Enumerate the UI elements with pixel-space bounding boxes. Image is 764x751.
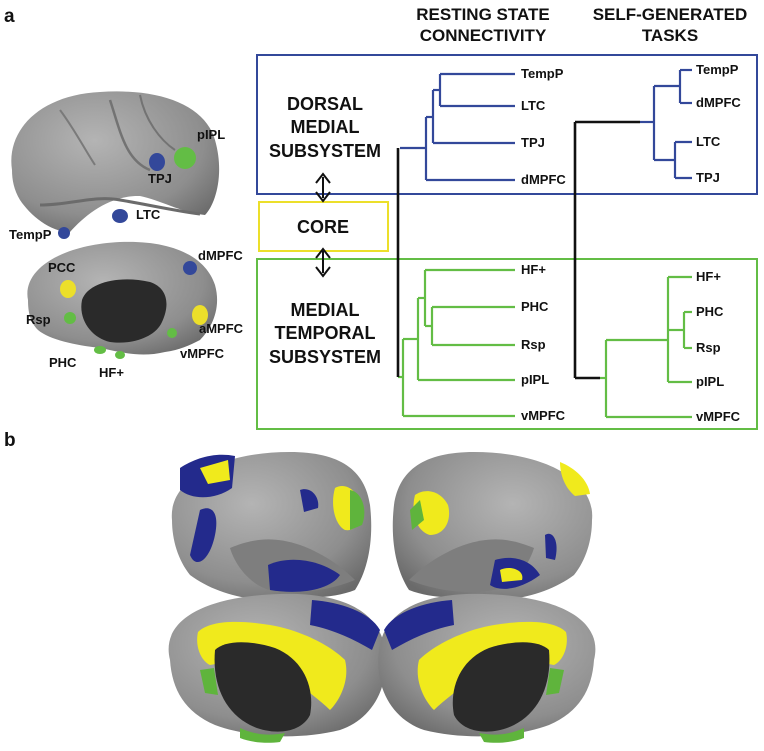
region-dmpfc <box>183 261 197 275</box>
header-self-line2: TASKS <box>642 26 698 45</box>
mtl-label-2: TEMPORAL <box>275 323 376 343</box>
region-vmpfc <box>167 328 177 338</box>
region-rsp <box>64 312 76 324</box>
dorsal-label-3: SUBSYSTEM <box>269 141 381 161</box>
self-dendrogram <box>573 68 692 419</box>
region-pipl <box>174 147 196 169</box>
core-label: CORE <box>297 217 349 237</box>
resting-leaf-dmpfc: dMPFC <box>521 172 566 187</box>
self-leaf-rsp: Rsp <box>696 340 721 355</box>
brain-label-tempp: TempP <box>9 227 52 242</box>
region-tpj <box>149 153 165 171</box>
resting-leaf-hf: HF+ <box>521 262 546 277</box>
region-ltc <box>112 209 128 223</box>
lateral-brain-a <box>11 91 220 232</box>
region-hf <box>115 351 125 359</box>
brain-b-left-medial <box>168 593 386 743</box>
brain-label-ampfc: aMPFC <box>199 321 244 336</box>
resting-leaf-tempp: TempP <box>521 66 564 81</box>
self-leaf-ltc: LTC <box>696 134 721 149</box>
dorsal-medial-box <box>256 54 758 195</box>
brain-label-vmpfc: vMPFC <box>180 346 225 361</box>
header-resting-line1: RESTING STATE <box>416 5 550 24</box>
brain-label-pcc: PCC <box>48 260 76 275</box>
brain-b-right-medial <box>378 593 596 743</box>
panel-a-label: a <box>4 6 15 27</box>
region-tempp <box>58 227 70 239</box>
brain-b-left-lateral <box>171 452 372 600</box>
resting-leaf-rsp: Rsp <box>521 337 546 352</box>
double-arrow-top <box>315 172 331 203</box>
double-arrow-bottom <box>315 247 331 278</box>
resting-leaf-tpj: TPJ <box>521 135 545 150</box>
header-self-line1: SELF-GENERATED <box>593 5 748 24</box>
self-leaf-pipl: pIPL <box>696 374 724 389</box>
resting-dendrogram <box>396 72 515 418</box>
mtl-label-1: MEDIAL <box>291 300 360 320</box>
resting-leaf-pipl: pIPL <box>521 372 549 387</box>
brain-label-phc: PHC <box>49 355 77 370</box>
brain-label-ltc: LTC <box>136 207 161 222</box>
dorsal-label-1: DORSAL <box>287 94 363 114</box>
resting-leaf-ltc: LTC <box>521 98 546 113</box>
mtl-label-3: SUBSYSTEM <box>269 347 381 367</box>
self-leaf-phc: PHC <box>696 304 724 319</box>
resting-leaf-vmpfc: vMPFC <box>521 408 566 423</box>
region-ampfc <box>192 305 208 325</box>
self-leaf-labels: TempP dMPFC LTC TPJ HF+ PHC Rsp pIPL vMP… <box>696 62 741 424</box>
dorsal-label-2: MEDIAL <box>291 117 360 137</box>
brain-label-pipl: pIPL <box>197 127 225 142</box>
medial-brain-a <box>27 241 218 355</box>
medial-wall-a <box>81 279 167 343</box>
brain-a-regions <box>58 147 208 359</box>
region-phc <box>94 346 106 354</box>
self-leaf-dmpfc: dMPFC <box>696 95 741 110</box>
medial-temporal-box <box>256 258 758 430</box>
self-leaf-hf: HF+ <box>696 269 721 284</box>
brain-a-labels: pIPL TPJ LTC TempP dMPFC PCC Rsp aMPFC P… <box>9 127 244 380</box>
self-leaf-vmpfc: vMPFC <box>696 409 741 424</box>
header-resting-line2: CONNECTIVITY <box>420 26 547 45</box>
brain-label-dmpfc: dMPFC <box>198 248 243 263</box>
brain-b-right-lateral <box>392 452 593 600</box>
self-leaf-tempp: TempP <box>696 62 739 77</box>
region-pcc <box>60 280 76 298</box>
brain-label-hf: HF+ <box>99 365 124 380</box>
brain-label-tpj: TPJ <box>148 171 172 186</box>
resting-leaf-phc: PHC <box>521 299 549 314</box>
brain-label-rsp: Rsp <box>26 312 51 327</box>
panel-b-label: b <box>4 430 16 451</box>
resting-leaf-labels: TempP LTC TPJ dMPFC HF+ PHC Rsp pIPL vMP… <box>521 66 566 423</box>
self-leaf-tpj: TPJ <box>696 170 720 185</box>
